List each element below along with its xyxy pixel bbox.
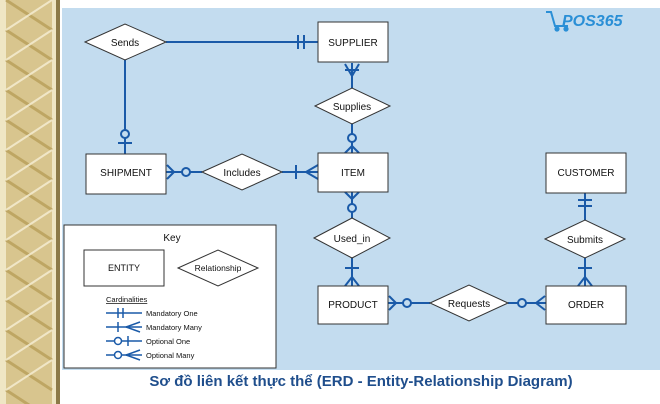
relationship-sends: Sends [83,23,168,61]
relationship-supplies-label: Supplies [333,102,371,113]
entity-product-label: PRODUCT [328,300,377,311]
key-cardinality-optional-many: Optional Many [146,351,195,360]
entity-order-label: ORDER [568,300,604,311]
key-cardinality-optional-one: Optional One [146,337,190,346]
entity-supplier-label: SUPPLIER [328,38,377,49]
entity-item: ITEM [317,152,389,193]
key-entity-label: ENTITY [108,263,140,273]
key-relationship-label: Relationship [195,263,242,273]
relationship-submits: Submits [543,219,627,259]
relationship-used-in: Used_in [312,217,392,259]
entity-customer-label: CUSTOMER [557,168,614,179]
key-legend: Key ENTITY Relationship Cardinalities [63,224,277,369]
relationship-supplies: Supplies [313,87,392,125]
connectors [118,35,593,311]
relationship-submits-label: Submits [567,235,603,246]
entity-shipment: SHIPMENT [85,153,167,195]
relationship-includes-label: Includes [223,168,260,179]
pos365-logo: POS365 [546,11,624,32]
relationship-sends-label: Sends [111,38,139,49]
relationship-requests: Requests [428,284,510,322]
cart-icon [546,11,569,32]
key-relationship-diamond [176,249,260,287]
key-title: Key [163,233,180,244]
entity-order: ORDER [545,285,627,325]
key-entity-box [83,249,165,287]
rope-border [0,0,60,404]
logo-text: POS365 [562,13,624,30]
relationship-requests-label: Requests [448,299,490,310]
entity-customer: CUSTOMER [545,152,627,194]
relationship-includes: Includes [200,153,284,191]
key-cardinality-mandatory-one: Mandatory One [146,309,198,318]
relationship-used-in-label: Used_in [334,234,371,245]
entity-item-label: ITEM [341,168,365,179]
key-cardinalities-heading: Cardinalities [106,295,148,304]
entity-shipment-label: SHIPMENT [100,168,152,179]
entity-supplier: SUPPLIER [317,21,389,63]
diagram-caption: Sơ đồ liên kết thực thể (ERD - Entity-Re… [149,373,573,390]
key-cardinality-mandatory-many: Mandatory Many [146,323,202,332]
entity-product: PRODUCT [317,285,389,325]
